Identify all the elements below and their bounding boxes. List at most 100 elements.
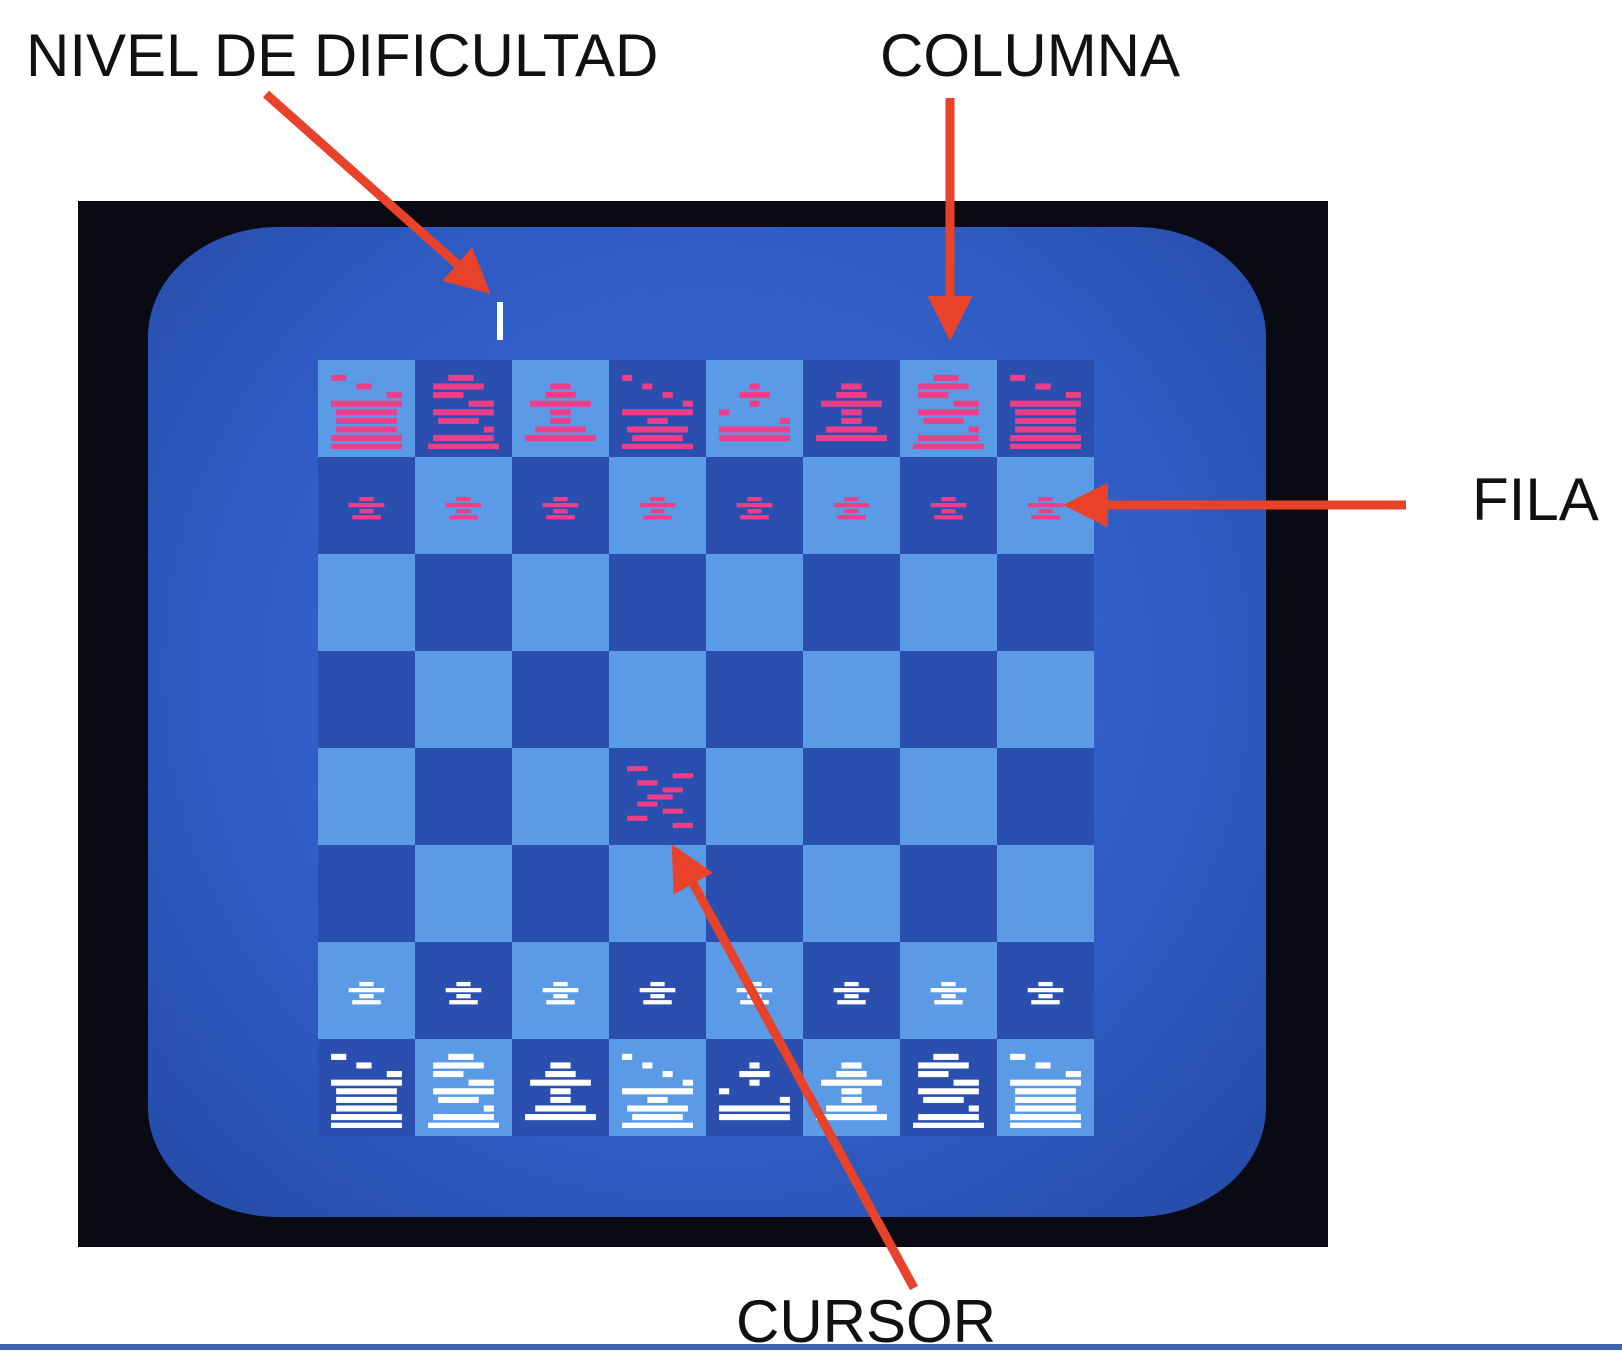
white-pawn-icon xyxy=(348,981,385,1005)
board-square[interactable] xyxy=(706,457,803,554)
board-square[interactable] xyxy=(900,651,997,748)
board-square[interactable] xyxy=(415,360,512,457)
magenta-rook-icon xyxy=(331,374,402,449)
board-square[interactable] xyxy=(318,360,415,457)
magenta-queen-icon xyxy=(622,374,693,449)
board-square[interactable] xyxy=(706,651,803,748)
magenta-pawn-icon xyxy=(833,496,870,520)
board-square[interactable] xyxy=(609,457,706,554)
board-square[interactable] xyxy=(512,942,609,1039)
white-pawn-icon xyxy=(833,981,870,1005)
board-square[interactable] xyxy=(997,554,1094,651)
magenta-knight-icon xyxy=(913,374,984,449)
bottom-rule xyxy=(0,1344,1622,1350)
board-square[interactable] xyxy=(415,1039,512,1136)
magenta-bishop-icon xyxy=(816,383,887,442)
board-square[interactable] xyxy=(900,1039,997,1136)
magenta-pawn-icon xyxy=(930,496,967,520)
magenta-king-icon xyxy=(719,383,790,442)
board-square[interactable] xyxy=(900,942,997,1039)
difficulty-level-glyph xyxy=(497,302,503,340)
board-square[interactable] xyxy=(609,554,706,651)
board-square[interactable] xyxy=(803,554,900,651)
board-square[interactable] xyxy=(318,942,415,1039)
board-square[interactable] xyxy=(415,457,512,554)
row-callout: FILA xyxy=(1472,466,1599,533)
board-square[interactable] xyxy=(609,360,706,457)
board-square[interactable] xyxy=(803,651,900,748)
board-square[interactable] xyxy=(512,554,609,651)
board-square[interactable] xyxy=(900,748,997,845)
board-square[interactable] xyxy=(803,1039,900,1136)
board-square[interactable] xyxy=(706,554,803,651)
white-bishop-icon xyxy=(816,1062,887,1121)
board-square[interactable] xyxy=(706,942,803,1039)
board-square[interactable] xyxy=(512,1039,609,1136)
board-square[interactable] xyxy=(900,845,997,942)
white-king-icon xyxy=(719,1062,790,1121)
white-pawn-icon xyxy=(1027,981,1064,1005)
board-square[interactable] xyxy=(706,748,803,845)
board-square[interactable] xyxy=(997,360,1094,457)
magenta-knight-icon xyxy=(428,374,499,449)
board-square[interactable] xyxy=(318,1039,415,1136)
board-square[interactable] xyxy=(706,1039,803,1136)
white-rook-icon xyxy=(1010,1053,1081,1128)
board-square[interactable] xyxy=(318,651,415,748)
board-square[interactable] xyxy=(997,651,1094,748)
difficulty-level-callout: NIVEL DE DIFICULTAD xyxy=(26,22,659,89)
board-square[interactable] xyxy=(512,748,609,845)
board-square[interactable] xyxy=(706,845,803,942)
white-knight-icon xyxy=(428,1053,499,1128)
board-square[interactable] xyxy=(512,457,609,554)
cursor-x-icon xyxy=(627,766,693,828)
white-knight-icon xyxy=(913,1053,984,1128)
board-square[interactable] xyxy=(803,845,900,942)
board-square[interactable] xyxy=(997,457,1094,554)
magenta-pawn-icon xyxy=(639,496,676,520)
board-square[interactable] xyxy=(609,942,706,1039)
board-square[interactable] xyxy=(997,942,1094,1039)
board-square[interactable] xyxy=(706,360,803,457)
magenta-pawn-icon xyxy=(736,496,773,520)
chess-board[interactable] xyxy=(318,360,1094,1136)
board-square[interactable] xyxy=(318,457,415,554)
magenta-pawn-icon xyxy=(445,496,482,520)
board-square[interactable] xyxy=(900,457,997,554)
board-square[interactable] xyxy=(512,651,609,748)
white-rook-icon xyxy=(331,1053,402,1128)
board-square[interactable] xyxy=(415,651,512,748)
board-square[interactable] xyxy=(415,554,512,651)
board-square[interactable] xyxy=(318,845,415,942)
board-square[interactable] xyxy=(997,1039,1094,1136)
board-square[interactable] xyxy=(415,942,512,1039)
magenta-pawn-icon xyxy=(542,496,579,520)
magenta-rook-icon xyxy=(1010,374,1081,449)
board-square[interactable] xyxy=(900,554,997,651)
board-square[interactable] xyxy=(803,360,900,457)
board-square[interactable] xyxy=(609,1039,706,1136)
white-bishop-icon xyxy=(525,1062,596,1121)
board-square[interactable] xyxy=(803,942,900,1039)
board-square[interactable] xyxy=(609,845,706,942)
board-square[interactable] xyxy=(512,360,609,457)
magenta-bishop-icon xyxy=(525,383,596,442)
board-square[interactable] xyxy=(415,845,512,942)
white-queen-icon xyxy=(622,1053,693,1128)
board-square[interactable] xyxy=(318,748,415,845)
board-square[interactable] xyxy=(803,748,900,845)
board-square[interactable] xyxy=(900,360,997,457)
board-square[interactable] xyxy=(609,748,706,845)
difficulty-level-indicator xyxy=(496,302,504,340)
magenta-pawn-icon xyxy=(1027,496,1064,520)
board-square[interactable] xyxy=(512,845,609,942)
white-pawn-icon xyxy=(542,981,579,1005)
board-square[interactable] xyxy=(318,554,415,651)
board-square[interactable] xyxy=(997,845,1094,942)
white-pawn-icon xyxy=(736,981,773,1005)
board-square[interactable] xyxy=(609,651,706,748)
board-square[interactable] xyxy=(997,748,1094,845)
board-square[interactable] xyxy=(803,457,900,554)
white-pawn-icon xyxy=(445,981,482,1005)
board-square[interactable] xyxy=(415,748,512,845)
